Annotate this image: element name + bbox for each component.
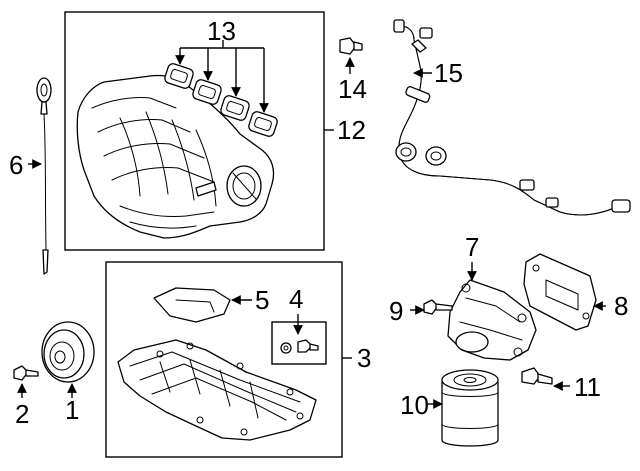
- drain-plug[interactable]: [280, 339, 319, 354]
- oil-pan-group: [105, 261, 343, 458]
- callout-3: 3: [357, 343, 371, 373]
- callout-11: 11: [574, 372, 601, 402]
- callout-12: 12: [337, 115, 366, 145]
- oil-pan-box: [105, 261, 343, 458]
- callout-9: 9: [389, 296, 403, 326]
- oil-pan[interactable]: [117, 339, 317, 441]
- oil-filter-adapter[interactable]: [447, 279, 537, 361]
- intake-gaskets[interactable]: [164, 62, 279, 137]
- crankshaft-pulley[interactable]: [41, 321, 95, 383]
- callout-7: 7: [465, 232, 479, 262]
- drain-plug-box: [271, 321, 327, 365]
- callout-13: 13: [207, 16, 236, 46]
- callout-15: 15: [434, 58, 463, 88]
- callout-8: 8: [614, 291, 628, 321]
- intake-manifold-box: [64, 11, 325, 251]
- adapter-gasket[interactable]: [523, 253, 597, 331]
- oil-dipstick[interactable]: [36, 77, 52, 275]
- callout-2: 2: [15, 399, 29, 429]
- callout-1: 1: [65, 395, 79, 425]
- callout-14: 14: [338, 74, 367, 104]
- intake-manifold-group: [64, 11, 325, 251]
- intake-manifold[interactable]: [76, 74, 275, 239]
- oil-pan-baffle[interactable]: [153, 287, 231, 323]
- callout-5: 5: [255, 285, 269, 315]
- oil-pressure-sensor[interactable]: [521, 367, 553, 385]
- bolt-14[interactable]: [339, 37, 363, 55]
- callout-4: 4: [289, 284, 303, 314]
- callout-labels: 1 2 3 4 5 6 7 8 9 10 11 12 13 14 15: [9, 16, 628, 429]
- callout-10: 10: [400, 390, 429, 420]
- pulley-bolt[interactable]: [13, 365, 39, 381]
- wiring-harness[interactable]: [393, 19, 631, 216]
- adapter-bolt[interactable]: [423, 299, 453, 315]
- callout-6: 6: [9, 150, 23, 180]
- oil-filter[interactable]: [441, 369, 499, 447]
